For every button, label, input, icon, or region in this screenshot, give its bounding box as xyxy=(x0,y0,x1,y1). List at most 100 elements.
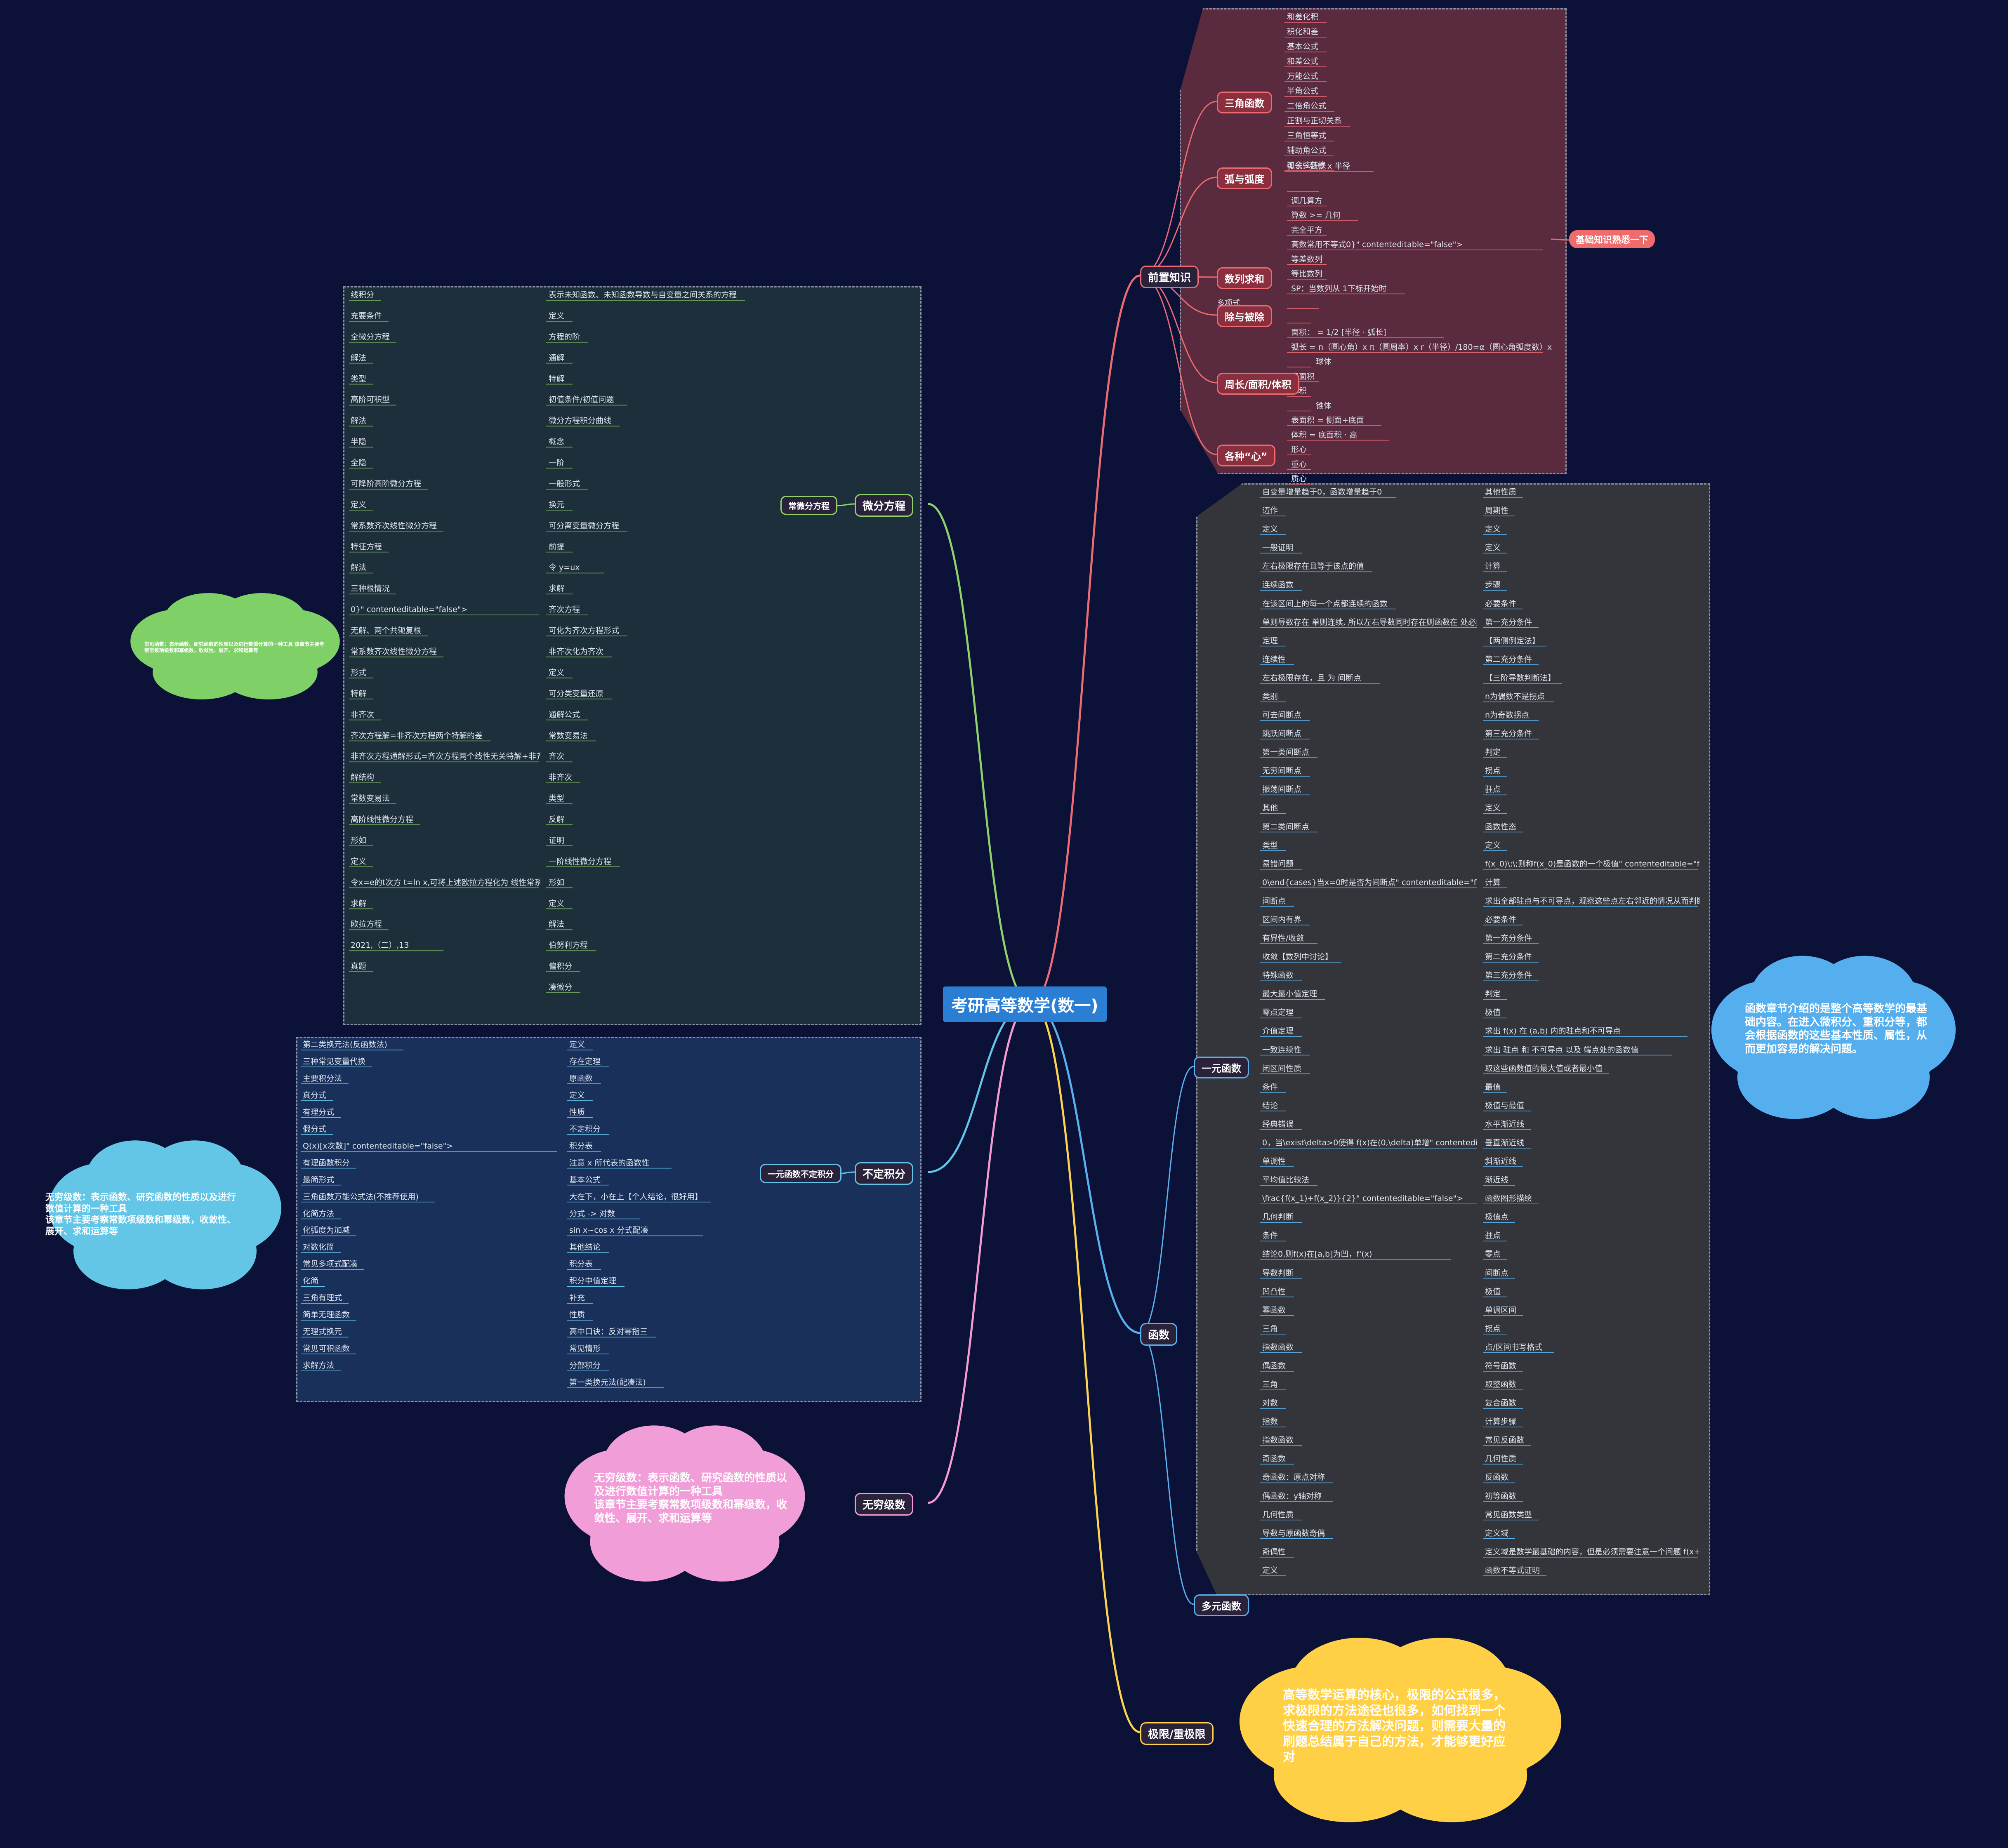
link-ode xyxy=(928,503,1032,1004)
ode-leaf: 一阶 xyxy=(549,458,565,468)
pre-section-div[interactable]: 除与被除 xyxy=(1217,305,1272,327)
func-leaf: 0，当\exist\delta>0使得 f(x)在(0,\delta)单增" c… xyxy=(1262,1138,1477,1147)
func-leaf: 求出全部驻点与不可导点，观察这些点左右邻近的情况从而判断极值情况 xyxy=(1485,896,1699,906)
integral-leaf: 基本公式 xyxy=(569,1175,601,1184)
func-leaf: f(x_0)\;\;则称f(x_0)是函数的一个极值" contentedita… xyxy=(1485,859,1699,869)
ode-leaf: 真题 xyxy=(351,962,367,971)
func-leaf: 极值与最值 xyxy=(1485,1101,1525,1110)
integral-leaf: 注意 x 所代表的函数性 xyxy=(569,1158,650,1168)
func-leaf: 渐近线 xyxy=(1485,1175,1509,1185)
integral-leaf: 大在下，小在上【个人结论，很好用】 xyxy=(569,1192,703,1201)
cloud-yellow-text: 高等数学运算的核心，极限的公式很多，求极限的方法途径也很多，如何找到一个快速合理… xyxy=(1283,1688,1506,1764)
func-leaf: 点/区间书写格式 xyxy=(1485,1342,1543,1352)
func-leaf: 复合函数 xyxy=(1485,1398,1517,1408)
func-leaf: 极值点 xyxy=(1485,1212,1509,1222)
ode-leaf: 特解 xyxy=(351,689,367,698)
func-leaf: 易错问题 xyxy=(1262,859,1294,869)
subnode-integral[interactable]: 一元函数不定积分 xyxy=(760,1164,841,1183)
func-leaf: 结论 xyxy=(1262,1101,1278,1110)
ode-leaf: 齐次方程解=非齐次方程两个特解的差 xyxy=(351,731,483,740)
func-leaf: 迈作 xyxy=(1262,506,1278,516)
integral-leaf: 主要积分法 xyxy=(303,1073,342,1083)
link-pre xyxy=(1031,274,1141,1004)
func-leaf: 极值 xyxy=(1485,1008,1501,1017)
func-leaf: 取整函数 xyxy=(1485,1380,1517,1389)
func-leaf: 结论0,则f(x)在[a,b]为凹，f'(x) xyxy=(1262,1250,1372,1259)
func-leaf: 平均值比较法 xyxy=(1262,1175,1310,1185)
func-leaf: 其他性质 xyxy=(1485,487,1517,497)
branch-ode[interactable]: 微分方程 xyxy=(855,494,914,517)
branch-func[interactable]: 函数 xyxy=(1140,1323,1178,1346)
subnode-unary[interactable]: 一元函数 xyxy=(1194,1057,1249,1078)
func-leaf: 幂函数 xyxy=(1262,1305,1286,1315)
func-leaf: 第一充分条件 xyxy=(1485,934,1532,943)
link-pre-tag xyxy=(1551,238,1570,241)
func-leaf: 反函数 xyxy=(1485,1473,1509,1482)
link-pre-section xyxy=(1140,275,1217,455)
ode-leaf: 高阶可积型 xyxy=(351,395,390,405)
ode-leaf: 常数变易法 xyxy=(351,794,390,803)
func-leaf: 收敛【数列中讨论】 xyxy=(1262,952,1333,962)
central-topic[interactable]: 考研高等数学(数一) xyxy=(943,986,1107,1022)
integral-leaf: 三角有理式 xyxy=(303,1293,342,1303)
func-leaf: 连续函数 xyxy=(1262,580,1294,590)
ode-leaf: 类型 xyxy=(549,794,565,803)
integral-leaf: 性质 xyxy=(569,1107,585,1117)
ode-leaf: 齐次 xyxy=(549,752,565,761)
func-leaf: 最大最小值定理 xyxy=(1262,989,1317,999)
link-ode-sub xyxy=(837,503,855,506)
func-leaf: 0\end{cases}当x=0时是否为间断点" contenteditable… xyxy=(1262,878,1477,887)
integral-leaf: 有理函数积分 xyxy=(303,1158,350,1168)
branch-limit[interactable]: 极限/重极限 xyxy=(1140,1722,1214,1745)
integral-leaf: 定义 xyxy=(569,1090,585,1100)
func-leaf: n为奇数拐点 xyxy=(1485,711,1530,720)
link-limit xyxy=(1031,1002,1141,1733)
func-leaf: 零点定理 xyxy=(1262,1008,1294,1017)
pre-leaf: 基本公式 xyxy=(1287,42,1319,51)
subnode-ode[interactable]: 常微分方程 xyxy=(780,496,837,515)
pre-leaf: 质心 xyxy=(1291,474,1307,483)
pre-tag[interactable]: 基础知识熟悉一下 xyxy=(1569,230,1655,248)
func-leaf: 几何判断 xyxy=(1262,1212,1294,1222)
ode-leaf: 2021,（二）,13 xyxy=(351,941,409,950)
pre-section-geo[interactable]: 周长/面积/体积 xyxy=(1217,373,1299,395)
link-pre-section xyxy=(1140,101,1217,276)
pre-leaf: 正割与正切关系 xyxy=(1287,116,1342,125)
func-leaf: 符号函数 xyxy=(1485,1361,1517,1370)
pre-section-trig[interactable]: 三角函数 xyxy=(1217,92,1272,113)
func-leaf: 经典错误 xyxy=(1262,1119,1294,1129)
func-leaf: 有界性/收敛 xyxy=(1262,934,1304,943)
pre-section-seq[interactable]: 数列求和 xyxy=(1217,267,1272,289)
pre-leaf: SP：当数列从 1下标开始时 xyxy=(1291,284,1387,293)
func-leaf: 介值定理 xyxy=(1262,1026,1294,1036)
branch-pre[interactable]: 前置知识 xyxy=(1140,266,1199,288)
subnode-multi[interactable]: 多元函数 xyxy=(1194,1594,1249,1616)
pre-panel xyxy=(1180,8,1567,474)
integral-leaf: 无理式换元 xyxy=(303,1327,342,1337)
ode-leaf: 形如 xyxy=(351,836,367,845)
ode-leaf: 形式 xyxy=(351,668,367,677)
ode-leaf: 表示未知函数、未知函数导数与自变量之间关系的方程 xyxy=(549,290,737,299)
pre-section-arc[interactable]: 弧与弧度 xyxy=(1217,167,1272,189)
func-leaf: 类别 xyxy=(1262,692,1278,701)
branch-integral[interactable]: 不定积分 xyxy=(855,1162,914,1185)
ode-leaf: 齐次方程 xyxy=(549,605,580,614)
pre-leaf: 球体 xyxy=(1316,357,1332,366)
func-leaf: 奇函数 xyxy=(1262,1454,1286,1464)
integral-leaf: 化弧度为加减 xyxy=(303,1226,350,1235)
ode-leaf: 可分离变量微分方程 xyxy=(549,521,620,530)
ode-leaf: 初值条件/初值问题 xyxy=(549,395,614,405)
func-leaf: 驻点 xyxy=(1485,1231,1501,1241)
ode-leaf: 充要条件 xyxy=(351,311,382,320)
ode-leaf: 非齐次化为齐次 xyxy=(549,647,604,656)
integral-leaf: 存在定理 xyxy=(569,1057,601,1066)
pre-section-heart[interactable]: 各种“心” xyxy=(1217,445,1275,466)
func-leaf: 条件 xyxy=(1262,1082,1278,1092)
integral-leaf: Q(x)[x次数]" contenteditable="false"> xyxy=(303,1141,453,1151)
func-leaf: 函数不等式证明 xyxy=(1485,1566,1540,1575)
func-leaf: 判定 xyxy=(1485,989,1501,999)
ode-leaf: 一般形式 xyxy=(549,479,580,488)
pre-leaf: 积化和差 xyxy=(1287,27,1319,36)
branch-series[interactable]: 无穷级数 xyxy=(855,1493,914,1516)
func-leaf: 定义 xyxy=(1262,525,1278,534)
